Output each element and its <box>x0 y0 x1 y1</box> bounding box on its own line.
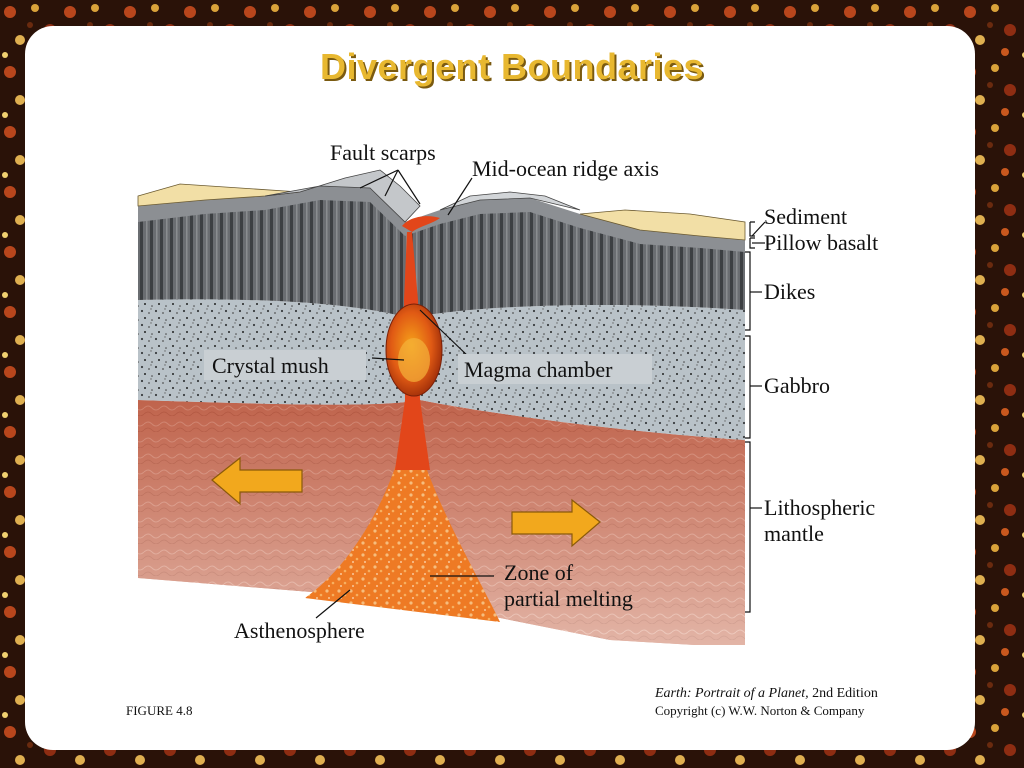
pillow-basalt-layer <box>138 186 745 252</box>
lava-at-ridge-axis <box>402 216 440 232</box>
fault-scarp-blocks <box>264 169 421 223</box>
figure-number: FIGURE 4.8 <box>126 703 192 718</box>
label-lithospheric-line1: Lithospheric <box>764 495 875 520</box>
label-dikes: Dikes <box>764 279 815 304</box>
credit-copyright: Copyright (c) W.W. Norton & Company <box>655 703 865 718</box>
label-zone-of-line2: partial melting <box>504 586 633 611</box>
right-plate-motion-arrow <box>511 498 601 548</box>
label-pillow-basalt: Pillow basalt <box>764 230 878 255</box>
dikes-layer <box>138 196 745 318</box>
zone-of-partial-melting <box>305 400 500 622</box>
label-lithospheric-line2: mantle <box>764 521 824 546</box>
label-magma-chamber: Magma chamber <box>464 357 613 382</box>
crystal-mush-label-bg <box>204 350 366 380</box>
label-sediment: Sediment <box>764 204 847 229</box>
magma-chamber-label-bg <box>458 354 652 384</box>
credit-book-title: Earth: Portrait of a Planet, <box>654 686 809 701</box>
crystal-mush-zone <box>398 338 430 382</box>
credit-edition: 2nd Edition <box>809 686 878 701</box>
label-crystal-mush: Crystal mush <box>212 353 329 378</box>
label-fault-scarps: Fault scarps <box>330 140 436 165</box>
leader-lines <box>315 169 766 619</box>
gabbro-layer <box>138 299 745 440</box>
credit-line: Earth: Portrait of a Planet, 2nd Edition <box>654 686 878 701</box>
label-gabbro: Gabbro <box>764 373 830 398</box>
label-zone-of-line1: Zone of <box>504 560 574 585</box>
label-asthenosphere: Asthenosphere <box>234 618 365 643</box>
seafloor-top-right <box>579 209 746 241</box>
label-mid-ocean-ridge-axis: Mid-ocean ridge axis <box>472 156 659 181</box>
left-plate-motion-arrow <box>211 456 303 506</box>
slide-title: Divergent Boundaries <box>319 46 705 87</box>
